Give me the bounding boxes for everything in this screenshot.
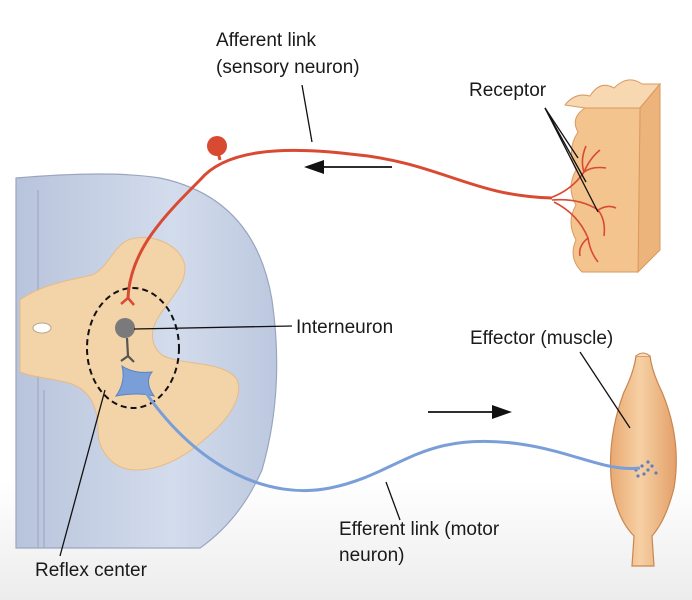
reflex-center-label: Reflex center [35, 560, 148, 581]
efferent-link-label: Efferent link (motor [339, 519, 500, 540]
muscle-tendon-top [635, 352, 651, 357]
right-arrow-icon [428, 405, 512, 419]
skin-side [637, 82, 661, 274]
reflex-center-leader [59, 389, 106, 557]
leader-lines [59, 84, 631, 557]
sensory-neuron [120, 136, 553, 306]
muscle-belly [609, 355, 677, 567]
sensory-axon [126, 148, 553, 299]
gray-matter [19, 236, 240, 471]
motor-cell-body [114, 364, 156, 397]
interneuron [115, 318, 135, 363]
efferent-leader [385, 481, 401, 521]
interneuron-leader [133, 325, 293, 330]
afferent-link-label: Afferent link [216, 30, 316, 51]
reflex-center-boundary [86, 287, 180, 409]
skin-face [570, 107, 641, 273]
interneuron-axon [120, 337, 135, 363]
sensory-terminal [120, 297, 135, 306]
sensory-cell-body [207, 136, 227, 156]
receptor-leader-3 [544, 107, 587, 183]
effector-muscle [609, 352, 677, 567]
central-canal [32, 322, 52, 334]
left-arrow-icon [304, 160, 392, 174]
receptor-leader-2 [544, 107, 599, 213]
skin-block [549, 79, 662, 274]
receptor-leader-1 [544, 107, 579, 159]
sensory-neuron-label: (sensory neuron) [216, 57, 360, 78]
afferent-leader [301, 84, 313, 143]
interneuron-cell-body [115, 318, 135, 338]
motor-axon [144, 392, 641, 493]
receptor-endings [549, 145, 617, 263]
effector-leader [579, 351, 631, 429]
interneuron-label: Interneuron [296, 317, 393, 338]
motor-neuron [114, 364, 641, 493]
effector-label: Effector (muscle) [470, 328, 613, 349]
receptor-label: Receptor [469, 80, 547, 101]
motor-neuron-label: neuron) [339, 545, 405, 566]
spinal-cord [15, 173, 278, 549]
skin-top [564, 79, 662, 109]
